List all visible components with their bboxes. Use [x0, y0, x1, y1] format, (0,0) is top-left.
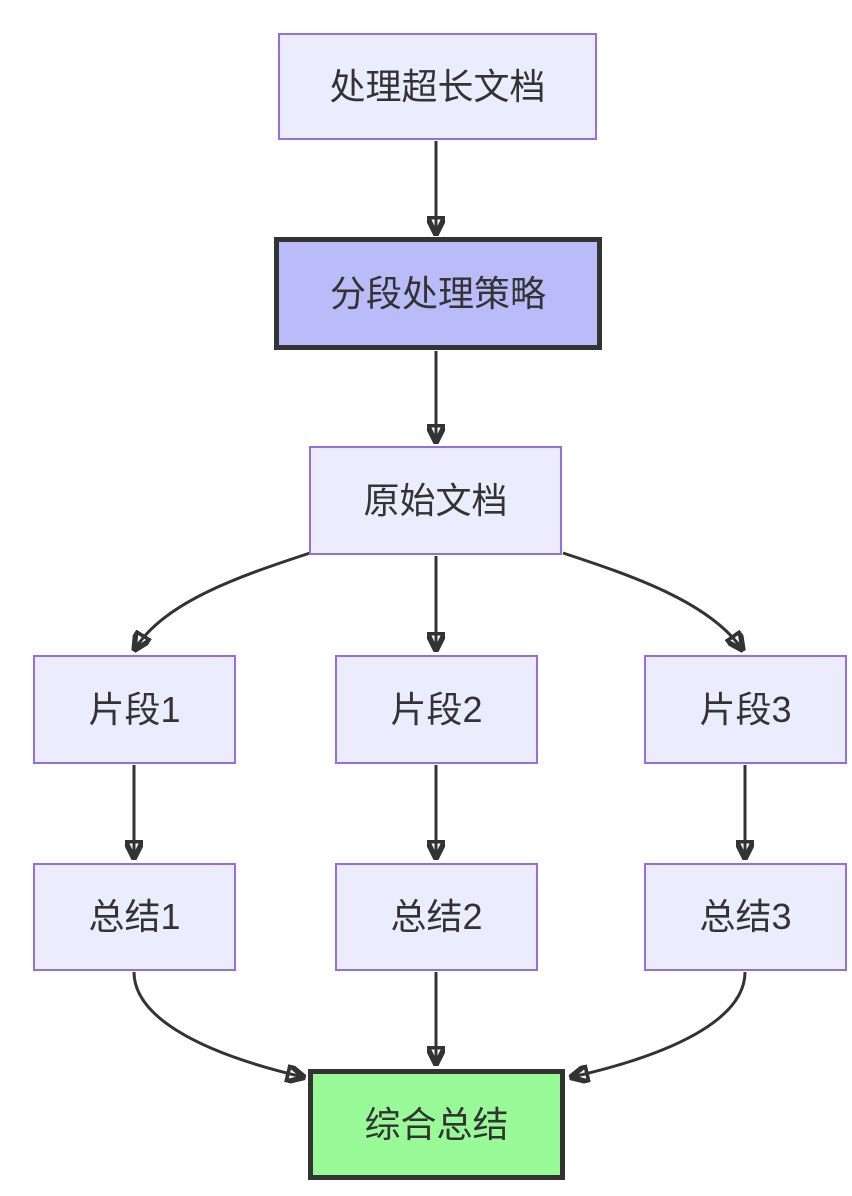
node-fragment-3: 片段3 [644, 655, 847, 764]
node-fragment-2: 片段2 [335, 655, 538, 764]
node-final-summary: 综合总结 [308, 1069, 565, 1180]
node-original-doc: 原始文档 [309, 446, 562, 555]
node-fragment-2-label: 片段2 [390, 688, 483, 730]
node-fragment-1: 片段1 [33, 655, 236, 764]
node-summary-2: 总结2 [335, 863, 538, 971]
node-summary-3: 总结3 [644, 863, 847, 971]
node-fragment-3-label: 片段3 [699, 688, 792, 730]
node-task: 处理超长文档 [278, 33, 597, 140]
edge-C-D [135, 551, 311, 649]
node-strategy: 分段处理策略 [274, 237, 602, 350]
node-fragment-1-label: 片段1 [88, 688, 181, 730]
node-original-doc-label: 原始文档 [363, 479, 508, 521]
node-summary-1: 总结1 [33, 863, 236, 971]
node-task-label: 处理超长文档 [329, 65, 546, 107]
node-summary-3-label: 总结3 [699, 896, 792, 937]
edge-I-J [572, 971, 747, 1077]
node-final-summary-label: 综合总结 [364, 1103, 509, 1145]
edge-G-J [132, 971, 303, 1077]
node-strategy-label: 分段处理策略 [329, 272, 546, 314]
node-summary-2-label: 总结2 [390, 896, 483, 937]
edge-C-F [562, 551, 742, 649]
node-summary-1-label: 总结1 [88, 896, 181, 937]
